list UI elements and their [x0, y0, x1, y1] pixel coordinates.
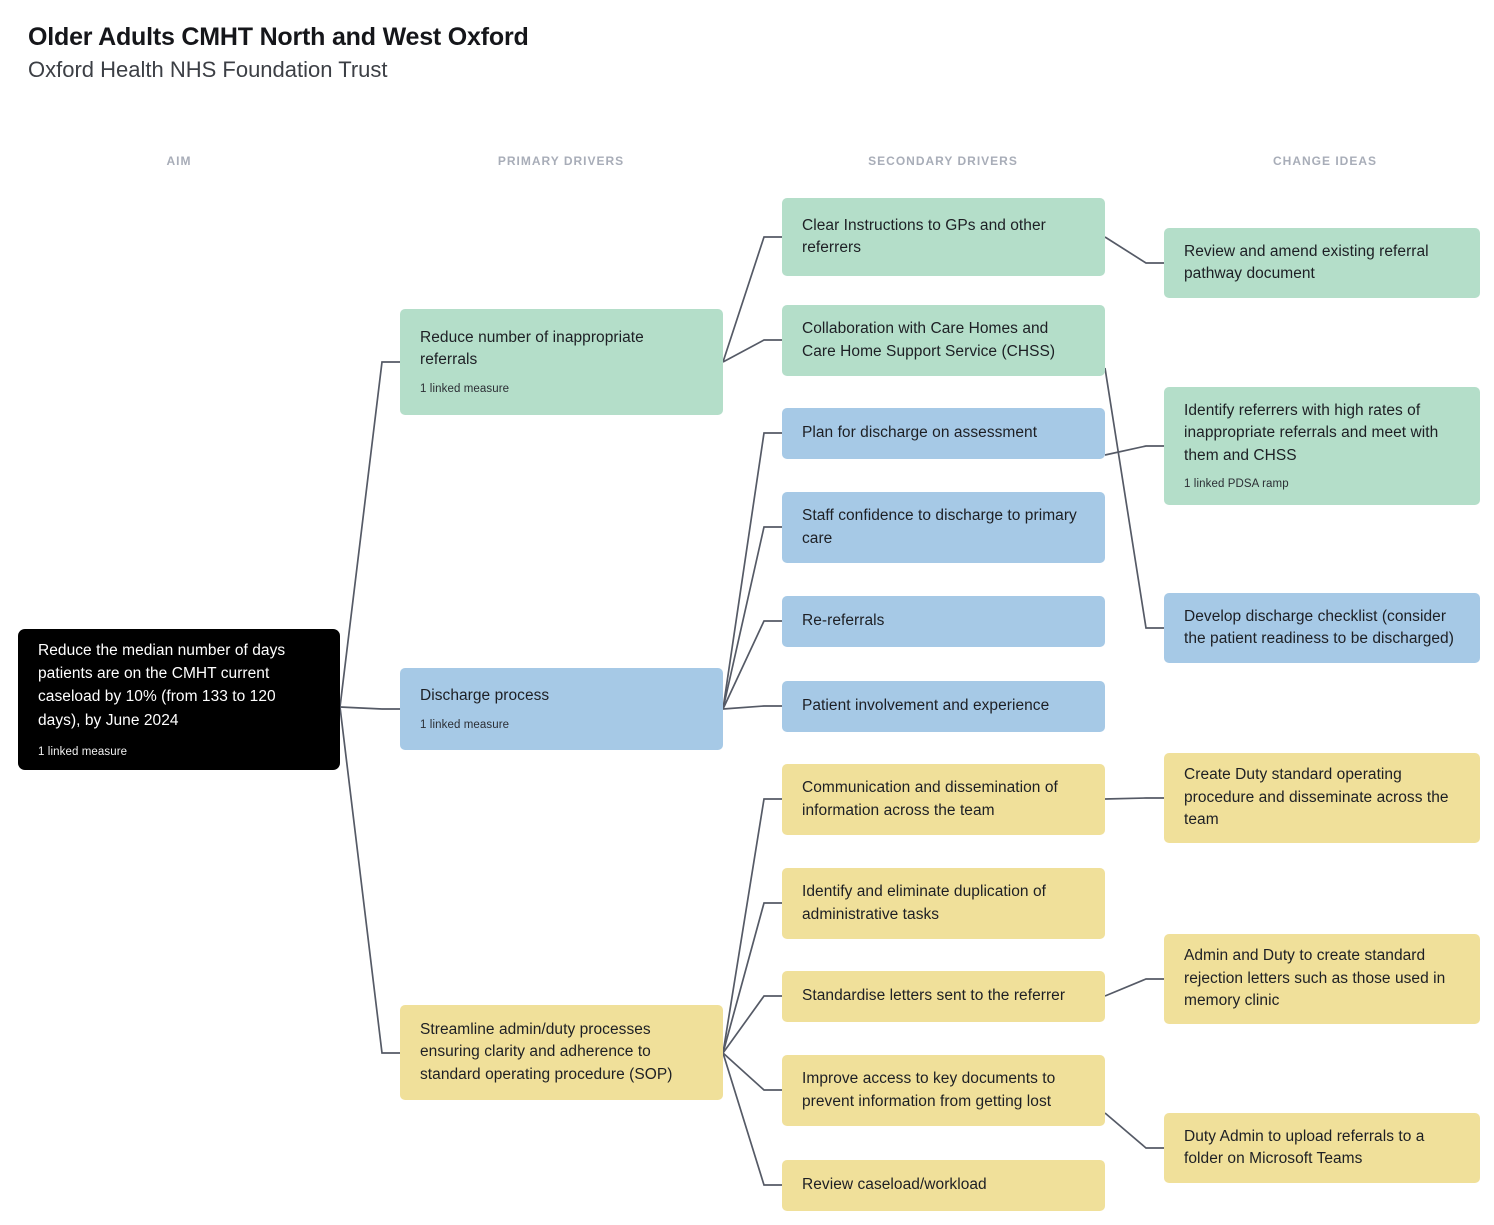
secondary-driver-7-text: Communication and dissemination of infor… [802, 779, 1058, 819]
connector-primary-3-to-secondary-9 [722, 995, 782, 1054]
connector-primary-1-to-secondary-1 [722, 236, 782, 363]
aim-node[interactable]: Reduce the median number of days patient… [18, 629, 340, 770]
page-title: Older Adults CMHT North and West Oxford [28, 23, 529, 51]
connector-secondary-2-to-change-2 [1104, 367, 1164, 629]
secondary-driver-3-text: Plan for discharge on assessment [802, 424, 1038, 442]
secondary-driver-node-5[interactable]: Re-referrals [782, 596, 1105, 647]
connector-primary-3-to-secondary-10 [722, 1052, 782, 1091]
column-header-aim: AIM [166, 154, 192, 168]
primary-driver-1-measure-count: 1 linked measure [420, 382, 510, 395]
secondary-driver-4-text: Staff confidence to discharge to primary… [802, 507, 1077, 547]
secondary-driver-10-text: Improve access to key documents to preve… [802, 1070, 1056, 1110]
change-idea-1-text: Review and amend existing referral pathw… [1184, 242, 1429, 282]
secondary-driver-6-text: Patient involvement and experience [802, 697, 1050, 715]
secondary-driver-11-text: Review caseload/workload [802, 1176, 987, 1194]
connector-secondary-3-to-change-3 [1104, 445, 1164, 456]
secondary-driver-node-10[interactable]: Improve access to key documents to preve… [782, 1055, 1105, 1126]
change-idea-node-2[interactable]: Identify referrers with high rates of in… [1164, 387, 1480, 505]
secondary-driver-node-9[interactable]: Standardise letters sent to the referrer [782, 971, 1105, 1022]
change-idea-node-3[interactable]: Develop discharge checklist (consider th… [1164, 593, 1480, 663]
page-subtitle: Oxford Health NHS Foundation Trust [28, 57, 388, 82]
connector-secondary-10-to-change-6 [1104, 1112, 1164, 1149]
secondary-driver-node-2[interactable]: Collaboration with Care Homes and Care H… [782, 305, 1105, 376]
secondary-driver-node-1[interactable]: Clear Instructions to GPs and other refe… [782, 198, 1105, 276]
secondary-driver-9-text: Standardise letters sent to the referrer [802, 987, 1066, 1005]
secondary-driver-1-text: Clear Instructions to GPs and other refe… [802, 216, 1046, 256]
connector-primary-2-to-secondary-3 [722, 432, 782, 710]
secondary-driver-5-text: Re-referrals [802, 612, 885, 630]
change-idea-node-4[interactable]: Create Duty standard operating procedure… [1164, 753, 1480, 843]
primary-driver-2-text: Discharge process [420, 687, 550, 705]
connector-aim-to-primary-2 [339, 706, 400, 710]
connector-primary-2-to-secondary-4 [722, 526, 782, 710]
primary-driver-node-1[interactable]: Reduce number of inappropriate referrals… [400, 309, 723, 415]
change-idea-3-text: Develop discharge checklist (consider th… [1184, 607, 1454, 647]
primary-driver-node-2[interactable]: Discharge process 1 linked measure [400, 668, 723, 750]
secondary-driver-2-text: Collaboration with Care Homes and Care H… [802, 320, 1056, 360]
column-header-secondary-drivers: SECONDARY DRIVERS [868, 154, 1018, 168]
secondary-driver-node-6[interactable]: Patient involvement and experience [782, 681, 1105, 732]
change-idea-6-text: Duty Admin to upload referrals to a fold… [1184, 1127, 1425, 1167]
secondary-driver-node-11[interactable]: Review caseload/workload [782, 1160, 1105, 1211]
primary-driver-2-measure-count: 1 linked measure [420, 718, 510, 731]
connector-aim-to-primary-3 [339, 706, 400, 1054]
change-idea-2-text: Identify referrers with high rates of in… [1184, 401, 1439, 464]
page-header: Older Adults CMHT North and West Oxford … [28, 22, 928, 84]
connector-primary-3-to-secondary-7 [722, 798, 782, 1054]
secondary-driver-node-8[interactable]: Identify and eliminate duplication of ad… [782, 868, 1105, 939]
secondary-driver-node-7[interactable]: Communication and dissemination of infor… [782, 764, 1105, 835]
primary-driver-3-text: Streamline admin/duty processes ensuring… [420, 1020, 673, 1083]
connector-primary-2-to-secondary-6 [722, 705, 782, 710]
aim-node-measure-count: 1 linked measure [38, 745, 128, 758]
connector-secondary-1-to-change-1 [1104, 236, 1164, 264]
secondary-driver-node-3[interactable]: Plan for discharge on assessment [782, 408, 1105, 459]
connector-primary-2-to-secondary-5 [722, 620, 782, 710]
column-header-change-ideas: CHANGE IDEAS [1272, 154, 1378, 168]
connector-primary-3-to-secondary-8 [722, 902, 782, 1054]
primary-driver-1-text: Reduce number of inappropriate referrals [420, 328, 644, 369]
change-idea-node-1[interactable]: Review and amend existing referral pathw… [1164, 228, 1480, 298]
change-idea-node-5[interactable]: Admin and Duty to create standard reject… [1164, 934, 1480, 1024]
connector-primary-3-to-secondary-11 [722, 1052, 782, 1186]
connector-primary-1-to-secondary-2 [722, 339, 782, 363]
connector-secondary-9-to-change-5 [1104, 978, 1164, 997]
change-idea-5-text: Admin and Duty to create standard reject… [1184, 947, 1446, 1010]
change-idea-4-text: Create Duty standard operating procedure… [1184, 766, 1449, 829]
change-idea-node-6[interactable]: Duty Admin to upload referrals to a fold… [1164, 1113, 1480, 1183]
change-idea-2-pdsa-count: 1 linked PDSA ramp [1184, 478, 1289, 491]
secondary-driver-node-4[interactable]: Staff confidence to discharge to primary… [782, 492, 1105, 563]
column-header-primary-drivers: PRIMARY DRIVERS [497, 154, 625, 168]
connector-aim-to-primary-1 [339, 361, 400, 708]
primary-driver-node-3[interactable]: Streamline admin/duty processes ensuring… [400, 1005, 723, 1100]
connector-secondary-7-to-change-4 [1104, 797, 1164, 800]
aim-node-text: Reduce the median number of days patient… [38, 641, 286, 729]
secondary-driver-8-text: Identify and eliminate duplication of ad… [802, 883, 1046, 923]
